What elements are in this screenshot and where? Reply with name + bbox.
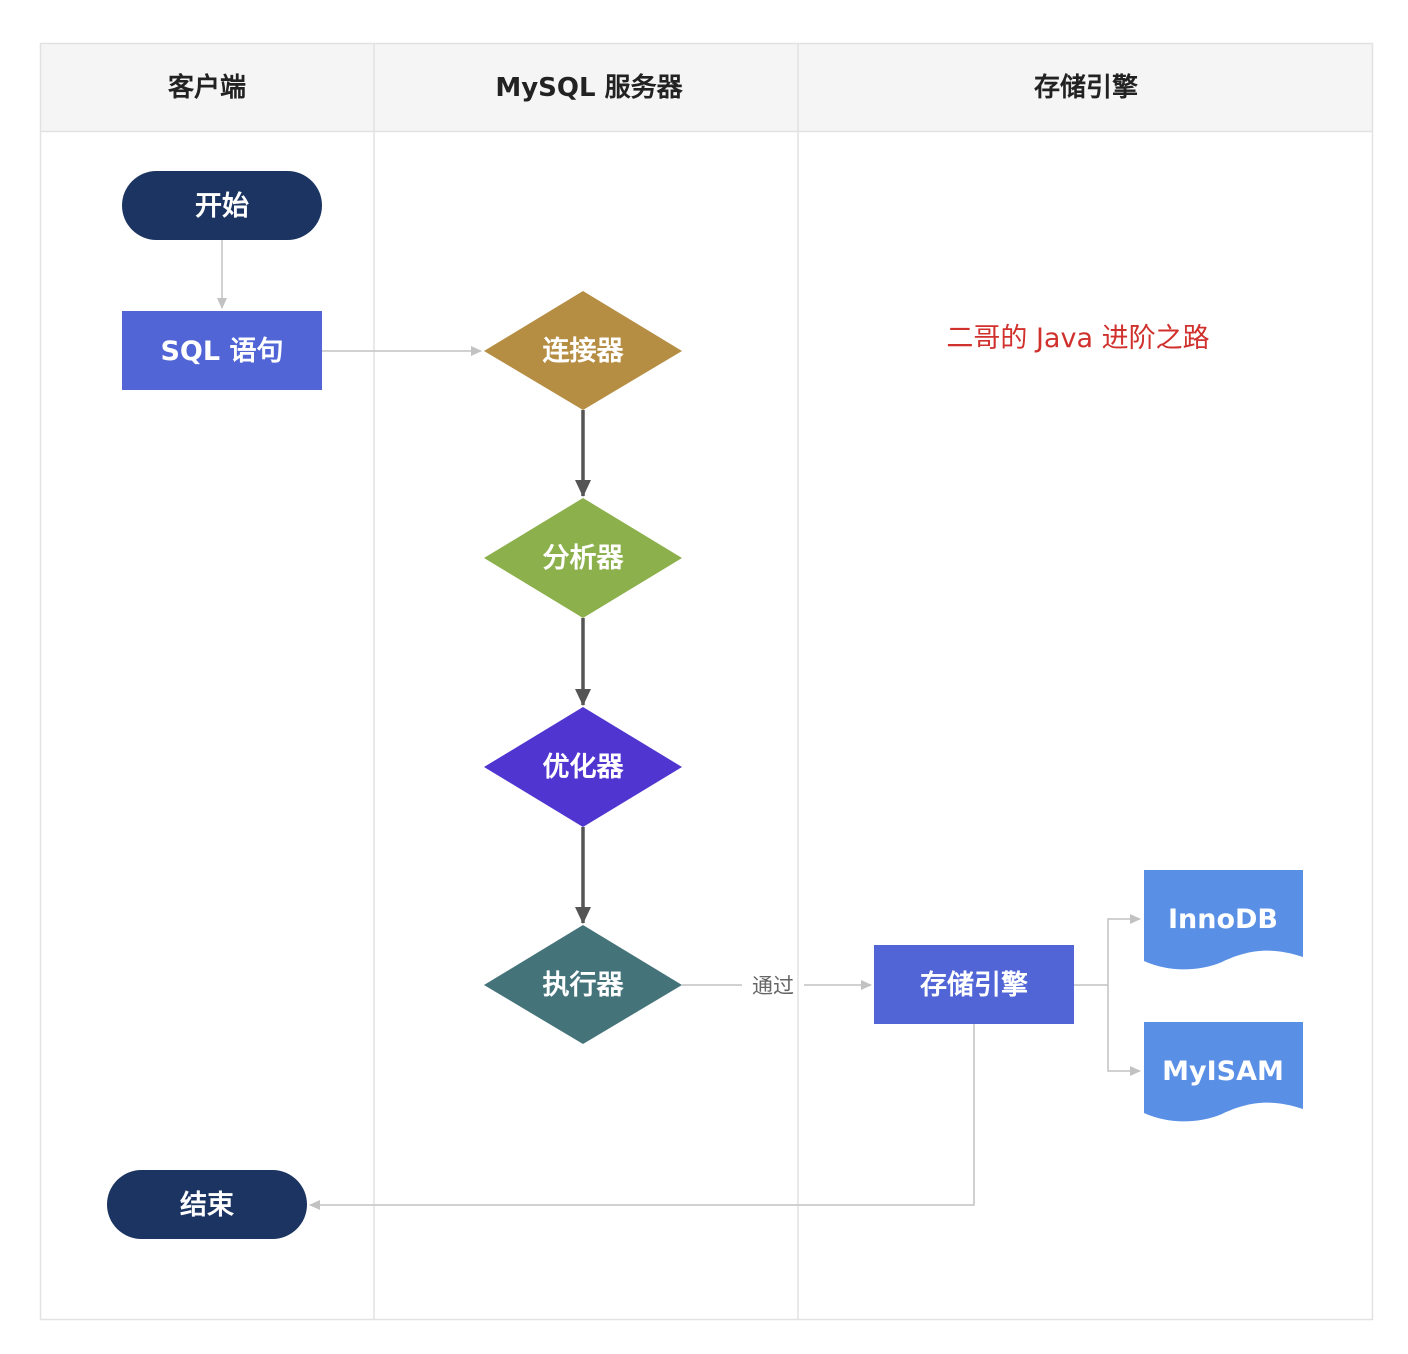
start-terminal-shape: [122, 171, 322, 240]
node-storage-engine: 存储引擎: [874, 945, 1074, 1024]
node-innodb: InnoDB: [1144, 870, 1303, 970]
myisam-label: MyISAM: [1162, 1056, 1284, 1087]
innodb-label: InnoDB: [1168, 904, 1278, 935]
lane-title-server: MySQL 服务器: [495, 73, 683, 103]
node-analyzer: 分析器: [484, 498, 682, 618]
optimizer-label: 优化器: [543, 752, 625, 783]
sql-label: SQL 语句: [160, 336, 283, 367]
node-end: 结束: [107, 1170, 307, 1239]
lane-border: [39, 42, 1374, 1321]
end-terminal-shape: [107, 1170, 307, 1239]
sql-process-shape: [122, 311, 322, 390]
start-label: 开始: [195, 190, 249, 222]
edge-engine-to-end: [309, 1024, 975, 1210]
analyzer-decision-shape: [484, 498, 682, 618]
lane-header-band: [40, 43, 1373, 131]
lane-title-engine: 存储引擎: [1034, 72, 1138, 103]
optimizer-decision-shape: [484, 707, 682, 827]
myisam-document-shape: [1144, 1022, 1303, 1122]
end-label: 结束: [180, 1190, 234, 1221]
node-myisam: MyISAM: [1144, 1022, 1303, 1122]
executor-decision-shape: [484, 925, 682, 1044]
edge-label-via: 通过: [752, 974, 794, 998]
node-optimizer: 优化器: [484, 707, 682, 827]
swimlane-frame: [39, 42, 1374, 1321]
node-executor: 执行器: [484, 925, 682, 1044]
lane-title-client: 客户端: [168, 72, 246, 103]
executor-label: 执行器: [543, 969, 625, 1001]
storage-engine-process-shape: [874, 945, 1074, 1024]
edges: [217, 240, 1141, 1210]
connector-decision-shape: [484, 291, 682, 410]
connector-label: 连接器: [543, 335, 625, 367]
analyzer-label: 分析器: [543, 543, 625, 574]
edge-engine-to-myisam: [1107, 985, 1141, 1076]
node-start: 开始: [122, 171, 322, 240]
node-connector: 连接器: [484, 291, 682, 410]
edge-engine-to-innodb: [1074, 914, 1141, 986]
watermark-text: 二哥的 Java 进阶之路: [946, 323, 1209, 354]
storage-engine-label: 存储引擎: [920, 969, 1028, 1001]
innodb-document-shape: [1144, 870, 1303, 970]
node-sql: SQL 语句: [122, 311, 322, 390]
